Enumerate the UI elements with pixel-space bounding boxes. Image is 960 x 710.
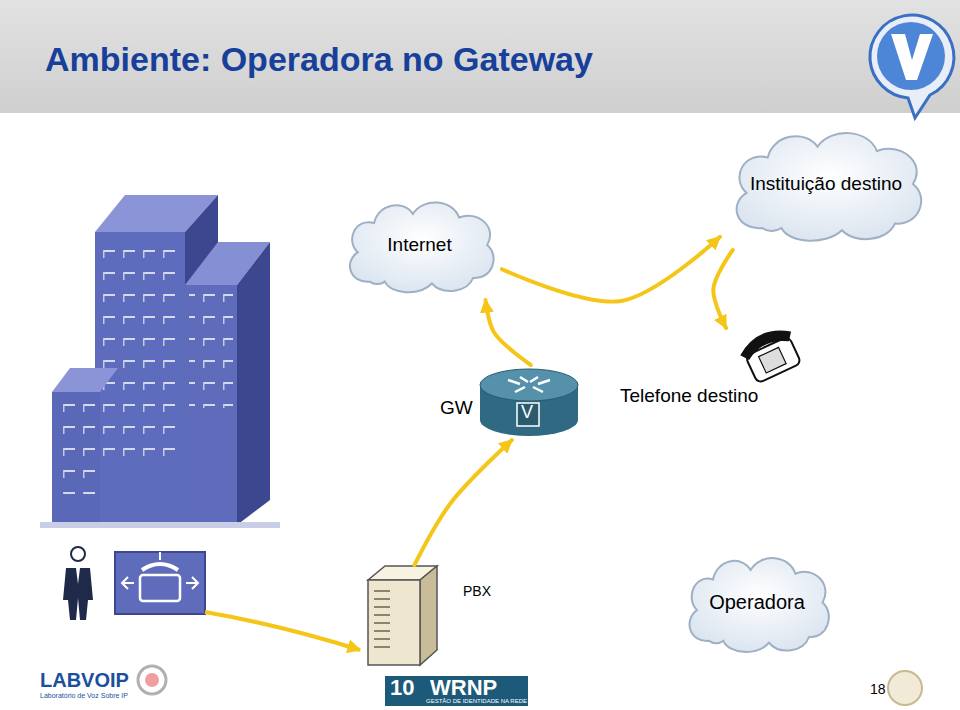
node-label: Instituição destino (750, 173, 902, 195)
phone-box-icon (142, 564, 178, 570)
top-logo (870, 15, 954, 118)
router-icon (517, 403, 539, 426)
yellow-connector (486, 300, 531, 365)
title-bar (0, 0, 960, 113)
node-label: PBX (463, 583, 491, 599)
pbx-server-icon (374, 606, 390, 608)
pbx-server-icon (374, 646, 390, 648)
footer-logos (385, 676, 528, 706)
router-mark: V (521, 403, 533, 421)
pbx-server-icon (374, 590, 390, 648)
building (40, 522, 280, 528)
yellow-connector (713, 250, 732, 328)
building (189, 288, 233, 408)
person-icon (63, 547, 93, 620)
operator-cloud: Operadora (677, 545, 837, 660)
destination-phone: Telefone destino (615, 328, 800, 410)
building (99, 240, 181, 460)
person-icon (76, 568, 80, 584)
internet-cloud: Internet (337, 190, 502, 300)
pbx-server-icon (368, 580, 420, 665)
pbx-server-icon (374, 614, 390, 616)
yellow-connector (414, 440, 511, 565)
pbx-arrow (205, 612, 360, 650)
footer-logos (138, 666, 922, 706)
person-icon (63, 568, 93, 620)
destination-cloud: Instituição destino (720, 118, 932, 250)
node-label: Telefone destino (620, 385, 758, 407)
cloud-path (350, 203, 494, 293)
telephone-icon (736, 323, 805, 386)
yellow-connector (502, 237, 720, 302)
phone-box-icon (115, 552, 205, 614)
pbx-arrow (205, 612, 360, 650)
pbx-server-icon (374, 598, 390, 600)
pbx-server-icon (374, 622, 390, 624)
pbx-server-icon (374, 630, 390, 632)
footer-logos (138, 666, 166, 694)
page-number: 18 (870, 682, 886, 696)
router-icon (480, 369, 578, 436)
event-number: 10 (390, 677, 414, 699)
pbx-server-icon (420, 566, 437, 665)
router-icon (480, 369, 578, 401)
router-icon (480, 404, 578, 436)
node-label: Internet (387, 234, 451, 256)
node-label: Operadora (709, 591, 805, 614)
footer-logos (888, 671, 922, 705)
building (55, 394, 97, 494)
cloud-path (737, 133, 922, 241)
title-bar (0, 0, 960, 113)
phone-box-icon (115, 552, 205, 614)
phone-box-icon (122, 552, 198, 589)
router-icon (508, 377, 550, 392)
phone-box-icon (140, 575, 180, 601)
top-logo (870, 15, 954, 118)
pbx-server-icon (374, 638, 390, 640)
event-name: WRNP (430, 677, 497, 699)
telephone-icon (759, 347, 787, 373)
slide-title: Ambiente: Operadora no Gateway (45, 40, 593, 79)
building (185, 285, 237, 525)
building (52, 368, 118, 392)
event-subtitle: GESTÃO DE IDENTIDADE NA REDE (426, 698, 527, 704)
node-label: GW (440, 397, 473, 419)
pbx-server-icon (374, 590, 390, 592)
lab-logo-subtitle: Laboratório de Voz Sobre IP (40, 692, 128, 699)
person-icon (71, 547, 85, 561)
footer-logos (145, 673, 159, 687)
gateway-router: GW (435, 365, 580, 440)
pbx-server-icon (368, 566, 437, 665)
cloud-path (690, 558, 829, 652)
lab-logo-text: LABVOIP (40, 670, 129, 690)
building (237, 242, 270, 525)
building (40, 195, 280, 528)
top-logo (877, 22, 945, 90)
building (52, 392, 100, 525)
top-logo (891, 34, 933, 80)
pbx-server: PBX (365, 565, 495, 665)
